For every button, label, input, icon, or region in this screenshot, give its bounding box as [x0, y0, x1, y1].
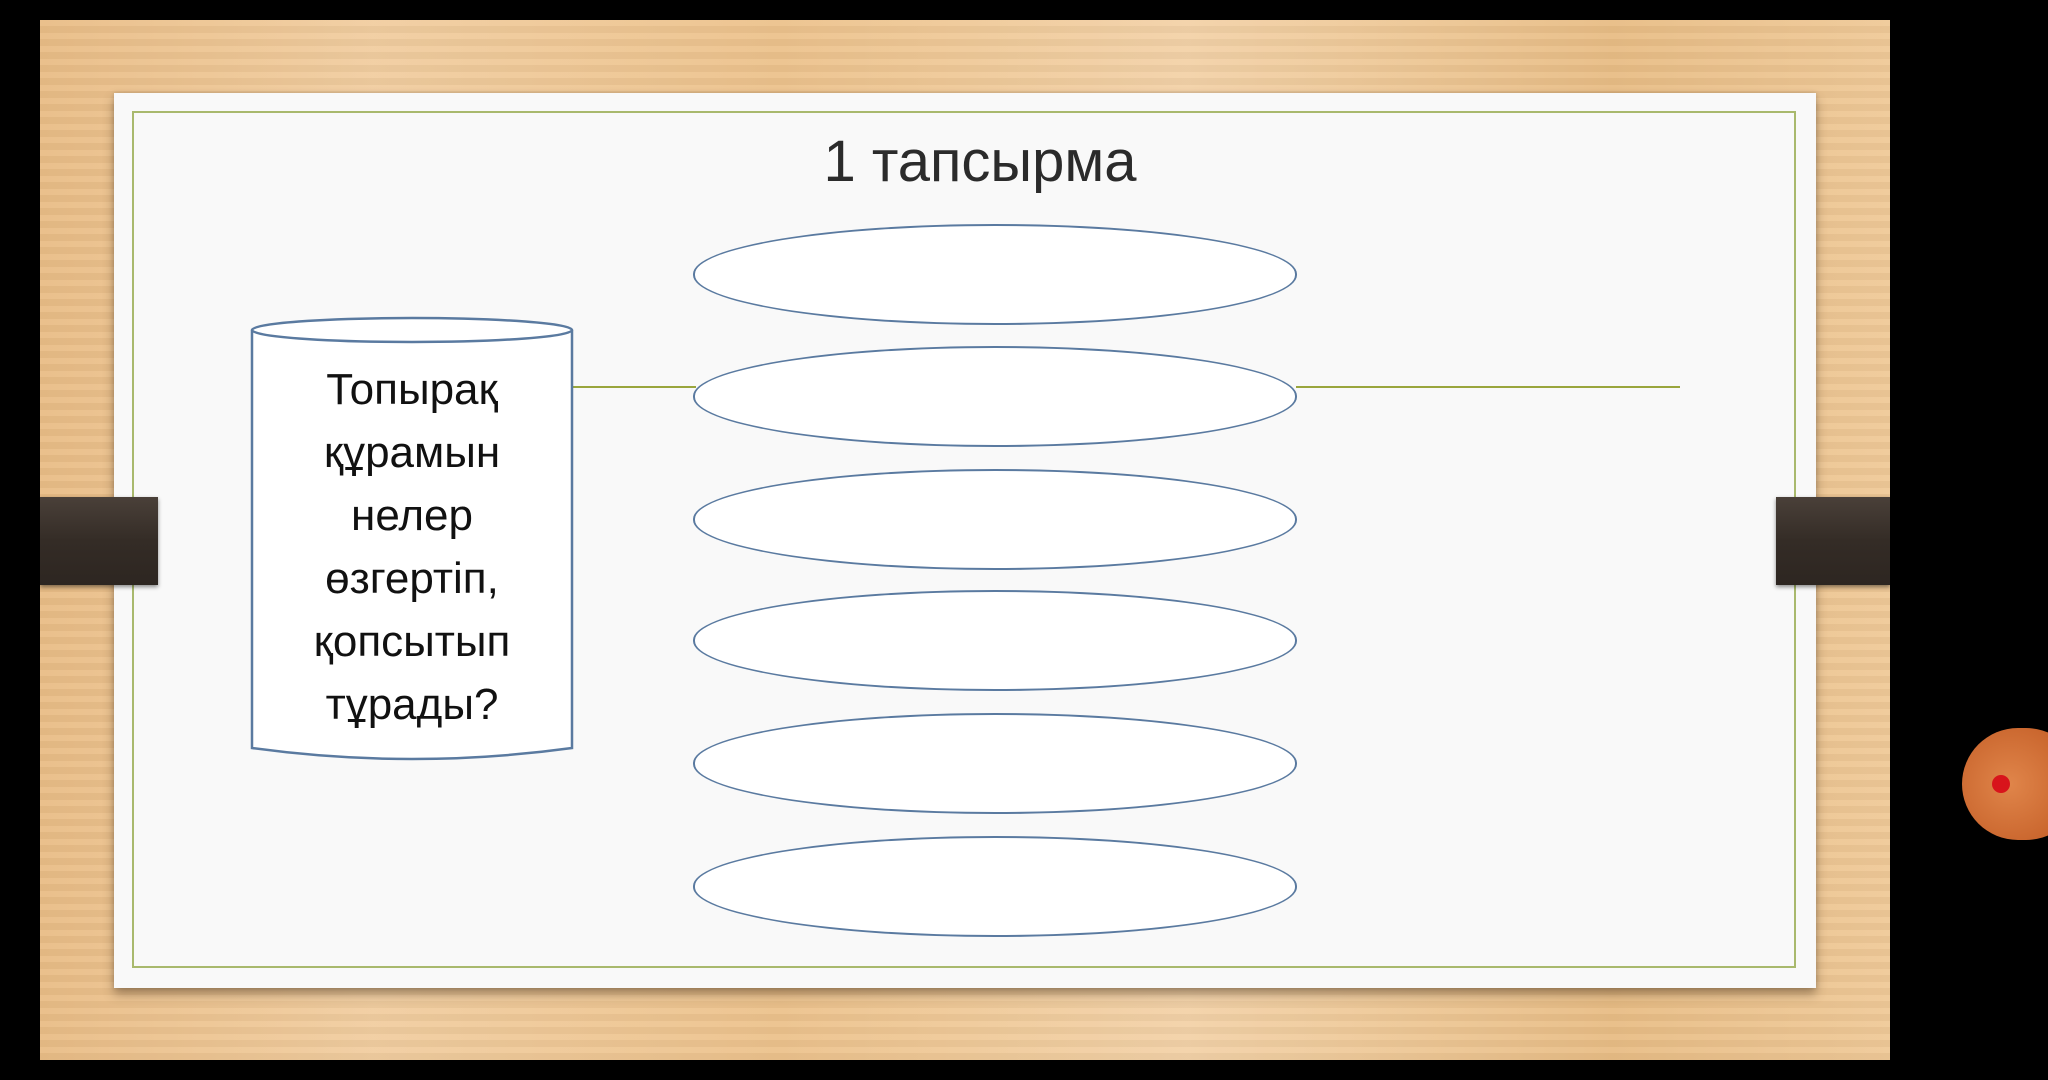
record-button[interactable]	[1962, 728, 2048, 840]
answer-oval	[693, 469, 1297, 570]
answer-oval	[693, 713, 1297, 814]
question-text: Топырақ құрамын нелер өзгертіп, қопсытып…	[250, 358, 574, 736]
connector-line-right	[1296, 386, 1680, 388]
answer-oval	[693, 346, 1297, 447]
question-line: өзгертіп,	[325, 554, 499, 603]
question-line: тұрады?	[325, 680, 499, 729]
question-line: нелер	[351, 491, 473, 540]
cylinder-shape	[250, 316, 574, 761]
connector-line-left	[571, 386, 696, 388]
question-line: құрамын	[323, 428, 501, 477]
right-clamp	[1776, 497, 1890, 585]
answer-oval	[693, 590, 1297, 691]
question-line: Топырақ	[326, 365, 498, 414]
question-line: қопсытып	[313, 617, 511, 666]
left-clamp	[40, 497, 158, 585]
slide-title: 1 тапсырма	[823, 129, 1137, 194]
answer-oval	[693, 224, 1297, 325]
record-icon	[1992, 775, 2010, 793]
answer-oval	[693, 836, 1297, 937]
question-cylinder: Топырақ құрамын нелер өзгертіп, қопсытып…	[250, 316, 574, 764]
